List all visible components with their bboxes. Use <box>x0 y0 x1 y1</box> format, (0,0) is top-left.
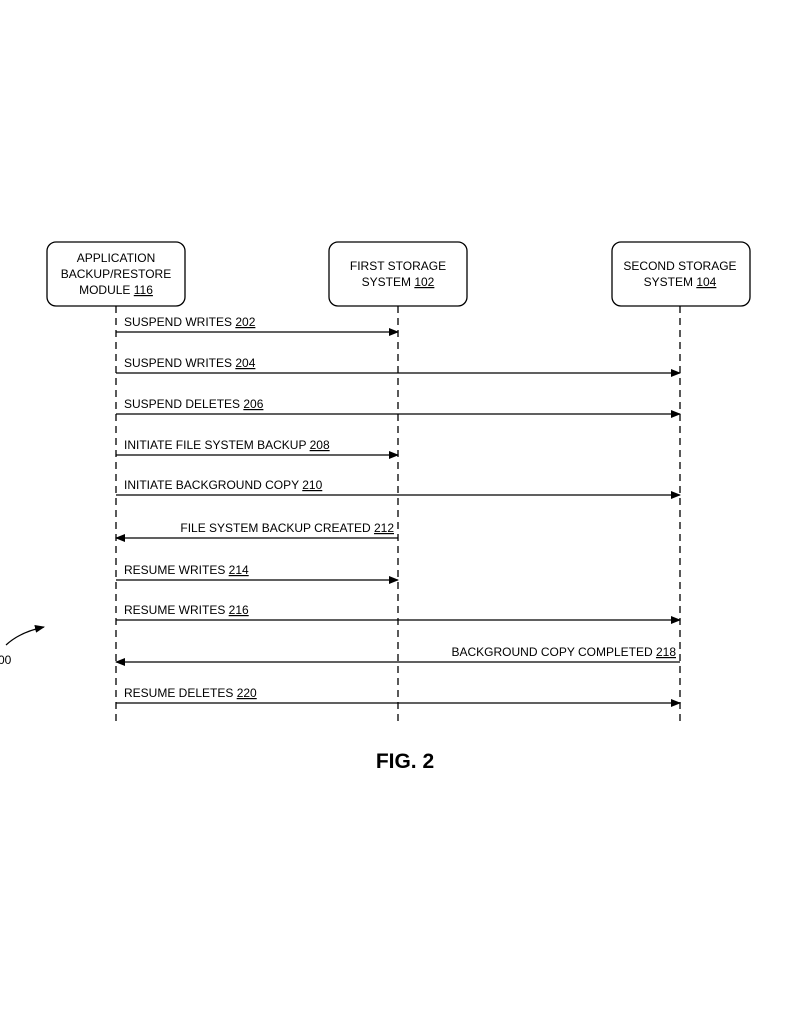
message-ref-number: 216 <box>229 603 249 617</box>
message-label: BACKGROUND COPY COMPLETED 218 <box>451 645 676 659</box>
message-ref-number: 204 <box>235 356 255 370</box>
message-ref-number: 210 <box>302 478 322 492</box>
participant-label-text: SYSTEM <box>362 275 415 289</box>
message-label-text: INITIATE FILE SYSTEM BACKUP <box>124 438 310 452</box>
participant-label-first: SYSTEM 102 <box>362 275 435 289</box>
participant-ref-number: 116 <box>134 283 153 297</box>
message-ref-number: 214 <box>229 563 249 577</box>
message-ref-number: 202 <box>235 315 255 329</box>
message-label-text: SUSPEND DELETES <box>124 397 243 411</box>
participant-label-app: MODULE 116 <box>79 283 153 297</box>
figure-reference-number: 00 <box>0 653 12 667</box>
message-ref-number: 212 <box>374 521 394 535</box>
message-label: SUSPEND DELETES 206 <box>124 397 264 411</box>
participant-box-first <box>328 241 468 307</box>
participant-label-second: SYSTEM 104 <box>644 275 717 289</box>
message-label-text: RESUME WRITES <box>124 563 229 577</box>
message-label: RESUME DELETES 220 <box>124 686 257 700</box>
participant-ref-number: 104 <box>696 275 716 289</box>
figure-reference-leader <box>5 624 45 646</box>
participant-label-first: FIRST STORAGE <box>350 259 446 273</box>
participant-box-app <box>46 241 186 307</box>
participant-label-text: SECOND STORAGE <box>623 259 736 273</box>
message-label: INITIATE BACKGROUND COPY 210 <box>124 478 323 492</box>
participant-label-text: MODULE <box>79 283 134 297</box>
message-label-text: RESUME DELETES <box>124 686 237 700</box>
message-label: RESUME WRITES 216 <box>124 603 249 617</box>
message-label: RESUME WRITES 214 <box>124 563 249 577</box>
participant-label-second: SECOND STORAGE <box>623 259 736 273</box>
participant-boxes: APPLICATION BACKUP/RESTORE MODULE 116 FIRST… <box>46 241 751 307</box>
message-label: INITIATE FILE SYSTEM BACKUP 208 <box>124 438 330 452</box>
participant-label-text: APPLICATION <box>77 251 155 265</box>
participant-label-text: FIRST STORAGE <box>350 259 446 273</box>
participant-label-app: BACKUP/RESTORE <box>61 267 171 281</box>
message-label: FILE SYSTEM BACKUP CREATED 212 <box>180 521 394 535</box>
participant-ref-number: 102 <box>414 275 434 289</box>
message-label-text: SUSPEND WRITES <box>124 315 235 329</box>
figure-label: FIG. 2 <box>376 750 434 773</box>
participant-label-text: SYSTEM <box>644 275 697 289</box>
participant-label-app: APPLICATION <box>77 251 155 265</box>
message-ref-number: 208 <box>310 438 330 452</box>
message-label-text: RESUME WRITES <box>124 603 229 617</box>
message-label: SUSPEND WRITES 202 <box>124 315 256 329</box>
message-label-text: BACKGROUND COPY COMPLETED <box>451 645 655 659</box>
participant-box-second <box>611 241 751 307</box>
message-ref-number: 206 <box>243 397 263 411</box>
lifelines <box>115 306 681 724</box>
participant-label-text: BACKUP/RESTORE <box>61 267 171 281</box>
message-label: SUSPEND WRITES 204 <box>124 356 256 370</box>
message-ref-number: 218 <box>656 645 676 659</box>
message-label-text: INITIATE BACKGROUND COPY <box>124 478 302 492</box>
message-label-text: SUSPEND WRITES <box>124 356 235 370</box>
message-ref-number: 220 <box>237 686 257 700</box>
message-label-text: FILE SYSTEM BACKUP CREATED <box>180 521 374 535</box>
